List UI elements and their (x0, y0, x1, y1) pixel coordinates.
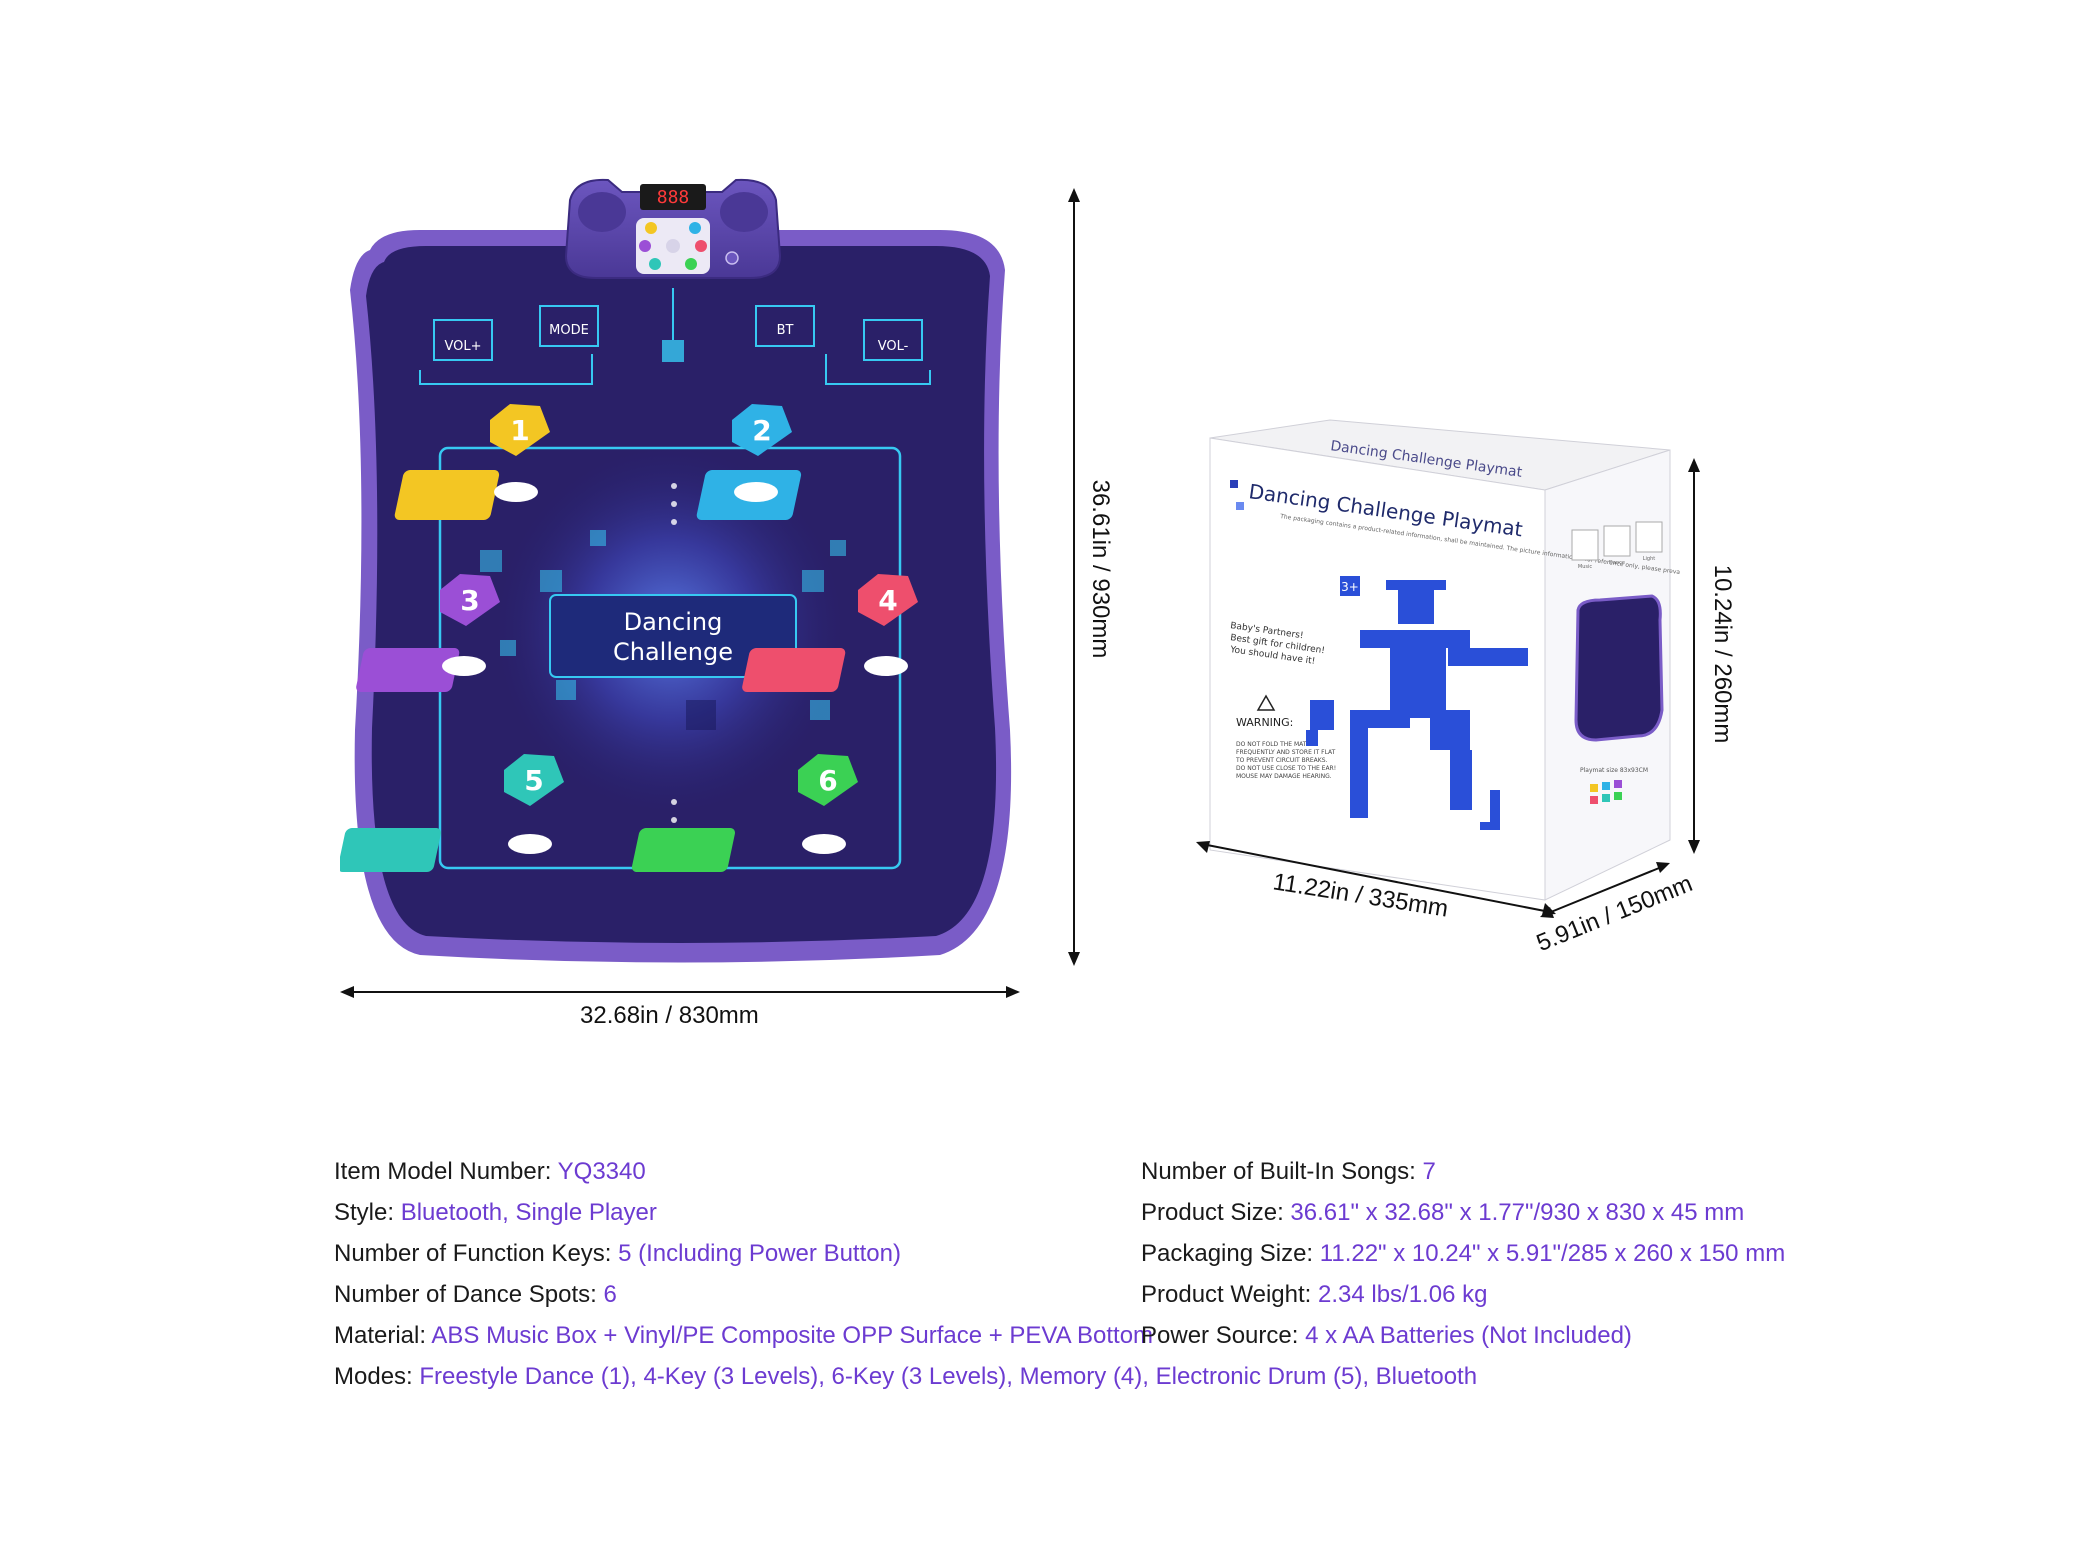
svg-text:Music: Music (1578, 564, 1592, 570)
svg-text:3+: 3+ (1341, 580, 1359, 594)
center-title-line2: Challenge (613, 638, 733, 666)
box-side-color-swatches (1590, 780, 1622, 804)
mat-width-arrow (340, 986, 1020, 998)
box-height-arrow (1688, 458, 1700, 854)
svg-text:DO NOT USE CLOSE TO THE EAR!: DO NOT USE CLOSE TO THE EAR! (1236, 765, 1336, 772)
control-box: 888 (564, 178, 782, 279)
svg-text:4: 4 (878, 584, 897, 617)
svg-text:MOUSE MAY DAMAGE HEARING.: MOUSE MAY DAMAGE HEARING. (1236, 773, 1332, 780)
box-height-label: 10.24in / 260mm (1709, 564, 1736, 744)
svg-text:TO PREVENT CIRCUIT BREAKS.: TO PREVENT CIRCUIT BREAKS. (1235, 757, 1328, 764)
spec-dance-spots: Number of Dance Spots: 6 (334, 1281, 617, 1308)
svg-text:Dance: Dance (1609, 560, 1625, 566)
dance-spot-1: 1 (394, 404, 550, 520)
dance-spot-5: 5 (340, 754, 564, 872)
power-button (725, 251, 739, 265)
svg-text:3: 3 (460, 584, 479, 617)
svg-text:Playmat size 83x93CM: Playmat size 83x93CM (1580, 767, 1648, 774)
specs-right-column: Number of Built-In Songs: 7 Product Size… (1141, 1151, 1785, 1356)
spec-built-in-songs: Number of Built-In Songs: 7 (1141, 1158, 1436, 1185)
mat-height-label: 36.61in / 930mm (1087, 479, 1114, 659)
spec-style: Style: Bluetooth, Single Player (334, 1199, 657, 1226)
dance-spot-6: 6 (631, 754, 858, 872)
packaging-box-image: Dancing Challenge Playmat Dancing Challe… (1209, 419, 1680, 901)
led-digits: 888 (657, 187, 690, 208)
dance-spot-2: 2 (696, 404, 802, 520)
box-depth-arrow (1540, 862, 1670, 918)
svg-text:MODE: MODE (549, 323, 589, 338)
mat-width-label: 32.68in / 830mm (580, 1002, 759, 1029)
svg-text:WARNING:: WARNING: (1236, 716, 1293, 729)
mat-height-arrow (1068, 188, 1080, 966)
led-display (640, 184, 706, 210)
spec-power-source: Power Source: 4 x AA Batteries (Not Incl… (1141, 1322, 1632, 1349)
svg-text:VOL+: VOL+ (444, 339, 481, 354)
spec-modes: Modes: Freestyle Dance (1), 4-Key (3 Lev… (334, 1363, 1478, 1390)
warning-icon (1256, 694, 1276, 711)
spec-function-keys: Number of Function Keys: 5 (Including Po… (334, 1240, 901, 1267)
playmat-image: 888 VOL+ MODE BT VOL- Dancing Challen (340, 178, 1012, 963)
svg-text:DO NOT FOLD THE MAT: DO NOT FOLD THE MAT (1236, 741, 1307, 748)
box-side-mat-image (1574, 594, 1664, 742)
pixel-dancer-graphic (1306, 580, 1528, 830)
svg-text:5: 5 (524, 764, 543, 797)
dance-spot-4: 4 (742, 574, 918, 692)
spec-material: Material: ABS Music Box + Vinyl/PE Compo… (334, 1322, 1154, 1349)
specs-left-column: Item Model Number: YQ3340 Style: Bluetoo… (334, 1151, 1477, 1397)
svg-text:1: 1 (510, 414, 529, 447)
svg-text:FREQUENTLY AND STORE IT FLAT: FREQUENTLY AND STORE IT FLAT (1236, 749, 1336, 756)
spec-product-size: Product Size: 36.61" x 32.68" x 1.77"/93… (1141, 1199, 1745, 1226)
center-title-line1: Dancing (624, 608, 723, 636)
svg-text:6: 6 (818, 764, 837, 797)
svg-text:Light: Light (1643, 556, 1656, 562)
svg-text:2: 2 (752, 414, 771, 447)
function-buttons: VOL+ MODE BT VOL- (419, 288, 931, 385)
spec-model-number: Item Model Number: YQ3340 (334, 1158, 646, 1185)
spec-packaging-size: Packaging Size: 11.22" x 10.24" x 5.91"/… (1141, 1240, 1786, 1267)
svg-text:VOL-: VOL- (878, 339, 909, 354)
svg-text:BT: BT (777, 323, 794, 338)
spec-product-weight: Product Weight: 2.34 lbs/1.06 kg (1141, 1281, 1488, 1308)
age-badge (1340, 576, 1360, 596)
center-title-plate (549, 594, 797, 678)
dance-spot-3: 3 (356, 574, 500, 692)
